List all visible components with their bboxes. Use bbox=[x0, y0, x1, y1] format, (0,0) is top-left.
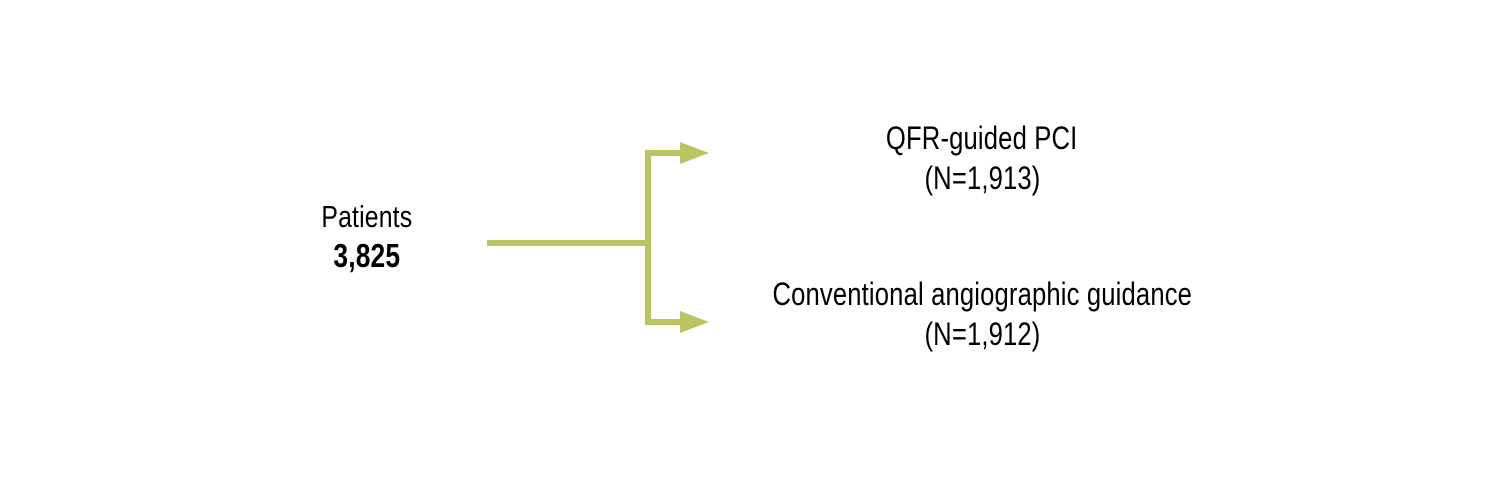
branch-arrow-bottom-icon bbox=[680, 311, 709, 333]
arm-qfr-label: QFR-guided PCI bbox=[886, 120, 1078, 156]
arm-qfr-count: (N=1,913) bbox=[924, 160, 1040, 196]
node-arm-qfr-guided-pci: QFR-guided PCI (N=1,913) bbox=[709, 97, 1255, 219]
patients-label: Patients bbox=[321, 198, 412, 234]
arm-conventional-count: (N=1,912) bbox=[924, 316, 1040, 352]
node-patients: Patients 3,825 bbox=[246, 150, 487, 323]
branch-bottom-line bbox=[645, 319, 687, 325]
trunk-vertical-line bbox=[645, 150, 651, 325]
arm-conventional-label: Conventional angiographic guidance bbox=[772, 276, 1192, 312]
branch-arrow-top-icon bbox=[680, 142, 709, 164]
patients-count: 3,825 bbox=[333, 236, 400, 274]
node-arm-conventional-angiographic-guidance: Conventional angiographic guidance (N=1,… bbox=[709, 254, 1255, 374]
trunk-horizontal-line bbox=[487, 240, 651, 246]
branch-top-line bbox=[645, 150, 687, 156]
